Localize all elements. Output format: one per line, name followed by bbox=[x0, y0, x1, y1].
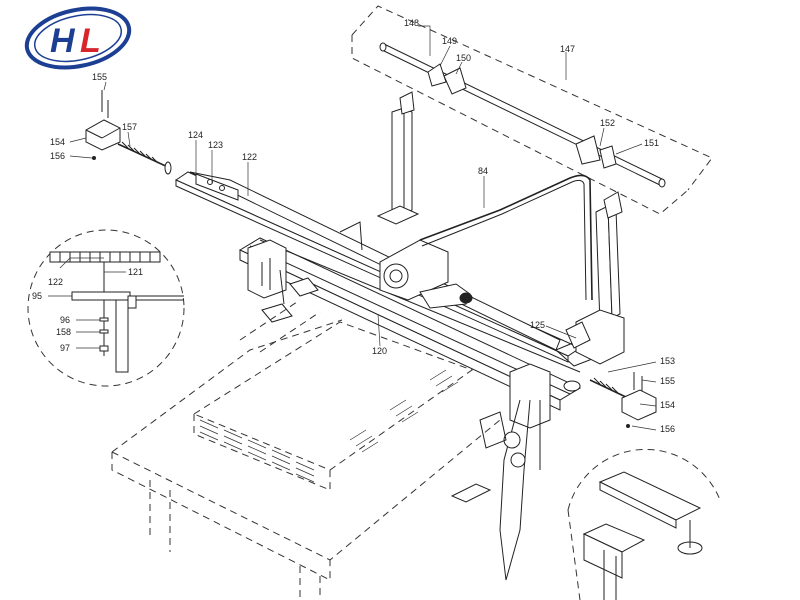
label-154-right: 154 bbox=[660, 400, 675, 410]
arm-84 bbox=[419, 174, 593, 301]
label-155-left: 155 bbox=[92, 72, 107, 82]
label-147: 147 bbox=[560, 44, 575, 54]
label-156-right: 156 bbox=[660, 424, 675, 434]
leader-lines bbox=[48, 25, 657, 431]
detail-circle-left bbox=[27, 229, 185, 387]
label-153: 153 bbox=[660, 356, 675, 366]
left-clamp bbox=[85, 90, 172, 175]
label-122-detail: 122 bbox=[48, 277, 63, 287]
main-rail bbox=[174, 171, 601, 411]
table-outline bbox=[111, 299, 501, 600]
table-vents bbox=[199, 369, 459, 483]
detail-circle-right bbox=[567, 448, 721, 600]
label-95: 95 bbox=[32, 291, 42, 301]
logo-letter-h: H bbox=[50, 22, 76, 60]
label-155-right: 155 bbox=[660, 376, 675, 386]
label-158: 158 bbox=[56, 327, 71, 337]
lower-mechanism bbox=[450, 363, 551, 581]
label-156-left: 156 bbox=[50, 151, 65, 161]
label-122-top: 122 bbox=[242, 152, 257, 162]
right-post bbox=[565, 191, 625, 365]
label-148: 148 bbox=[404, 18, 419, 28]
label-123: 123 bbox=[208, 140, 223, 150]
label-96: 96 bbox=[60, 315, 70, 325]
label-121: 121 bbox=[128, 267, 143, 277]
label-150: 150 bbox=[456, 53, 471, 63]
label-157: 157 bbox=[122, 122, 137, 132]
carriage bbox=[379, 239, 473, 309]
label-124: 124 bbox=[188, 130, 203, 140]
label-120: 120 bbox=[372, 346, 387, 356]
hl-logo: H L bbox=[24, 6, 132, 70]
left-stand bbox=[247, 239, 319, 323]
logo-letter-l: L bbox=[80, 22, 101, 60]
label-97: 97 bbox=[60, 343, 70, 353]
label-154-left: 154 bbox=[50, 137, 65, 147]
left-post bbox=[376, 91, 420, 225]
label-152: 152 bbox=[600, 118, 615, 128]
label-84: 84 bbox=[478, 166, 488, 176]
label-151: 151 bbox=[644, 138, 659, 148]
part-labels: 148 149 150 147 152 151 155 157 154 156 … bbox=[32, 18, 675, 434]
rod-assembly bbox=[351, 5, 713, 215]
right-clamp bbox=[563, 372, 657, 428]
label-149: 149 bbox=[442, 36, 457, 46]
label-125: 125 bbox=[530, 320, 545, 330]
